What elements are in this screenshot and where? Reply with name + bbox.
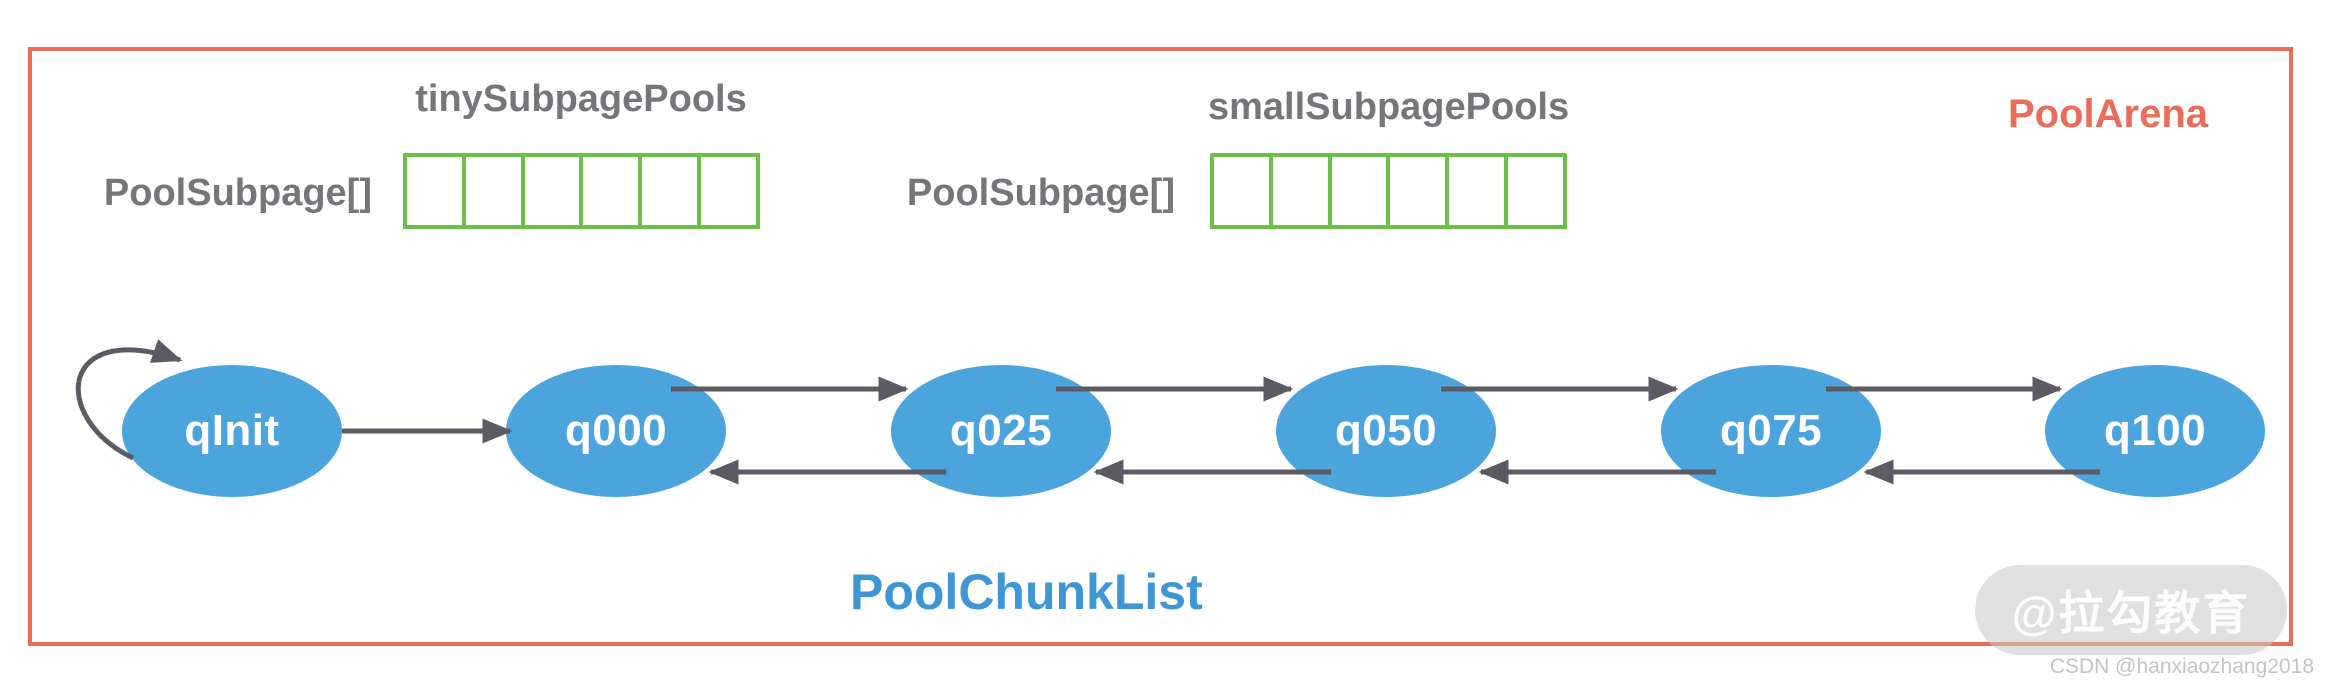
tiny-subpage-array	[403, 153, 760, 229]
subpage-cell	[1390, 157, 1450, 225]
subpage-cell	[1449, 157, 1509, 225]
watermark-badge: @拉勾教育	[1975, 565, 2287, 655]
poolarena-box	[28, 47, 2293, 646]
chunklist-node-q100: q100	[2045, 365, 2265, 497]
subpage-cell	[466, 157, 525, 225]
subpage-cell	[1273, 157, 1332, 225]
subpage-cell	[583, 157, 643, 225]
csdn-credit: CSDN @hanxiaozhang2018	[2049, 655, 2314, 678]
subpage-cell	[1214, 157, 1273, 225]
subpage-cell	[1332, 157, 1391, 225]
poolarena-title: PoolArena	[2008, 92, 2209, 136]
tiny-subpage-pools-label: tinySubpagePools	[415, 78, 747, 120]
poolsubpage-array-label-tiny: PoolSubpage[]	[103, 172, 372, 214]
subpage-cell	[525, 157, 584, 225]
chunklist-node-q050: q050	[1276, 365, 1496, 497]
chunklist-node-qinit: qInit	[122, 365, 342, 497]
subpage-cell	[701, 157, 756, 225]
subpage-cell	[1508, 157, 1563, 225]
chunklist-node-q000: q000	[506, 365, 726, 497]
small-subpage-array	[1210, 153, 1567, 229]
subpage-cell	[642, 157, 702, 225]
chunklist-node-q025: q025	[891, 365, 1111, 497]
poolsubpage-array-label-small: PoolSubpage[]	[906, 172, 1175, 214]
small-subpage-pools-label: smallSubpagePools	[1208, 86, 1570, 128]
chunklist-node-q075: q075	[1661, 365, 1881, 497]
poolchunklist-label: PoolChunkList	[850, 564, 1203, 620]
subpage-cell	[407, 157, 466, 225]
